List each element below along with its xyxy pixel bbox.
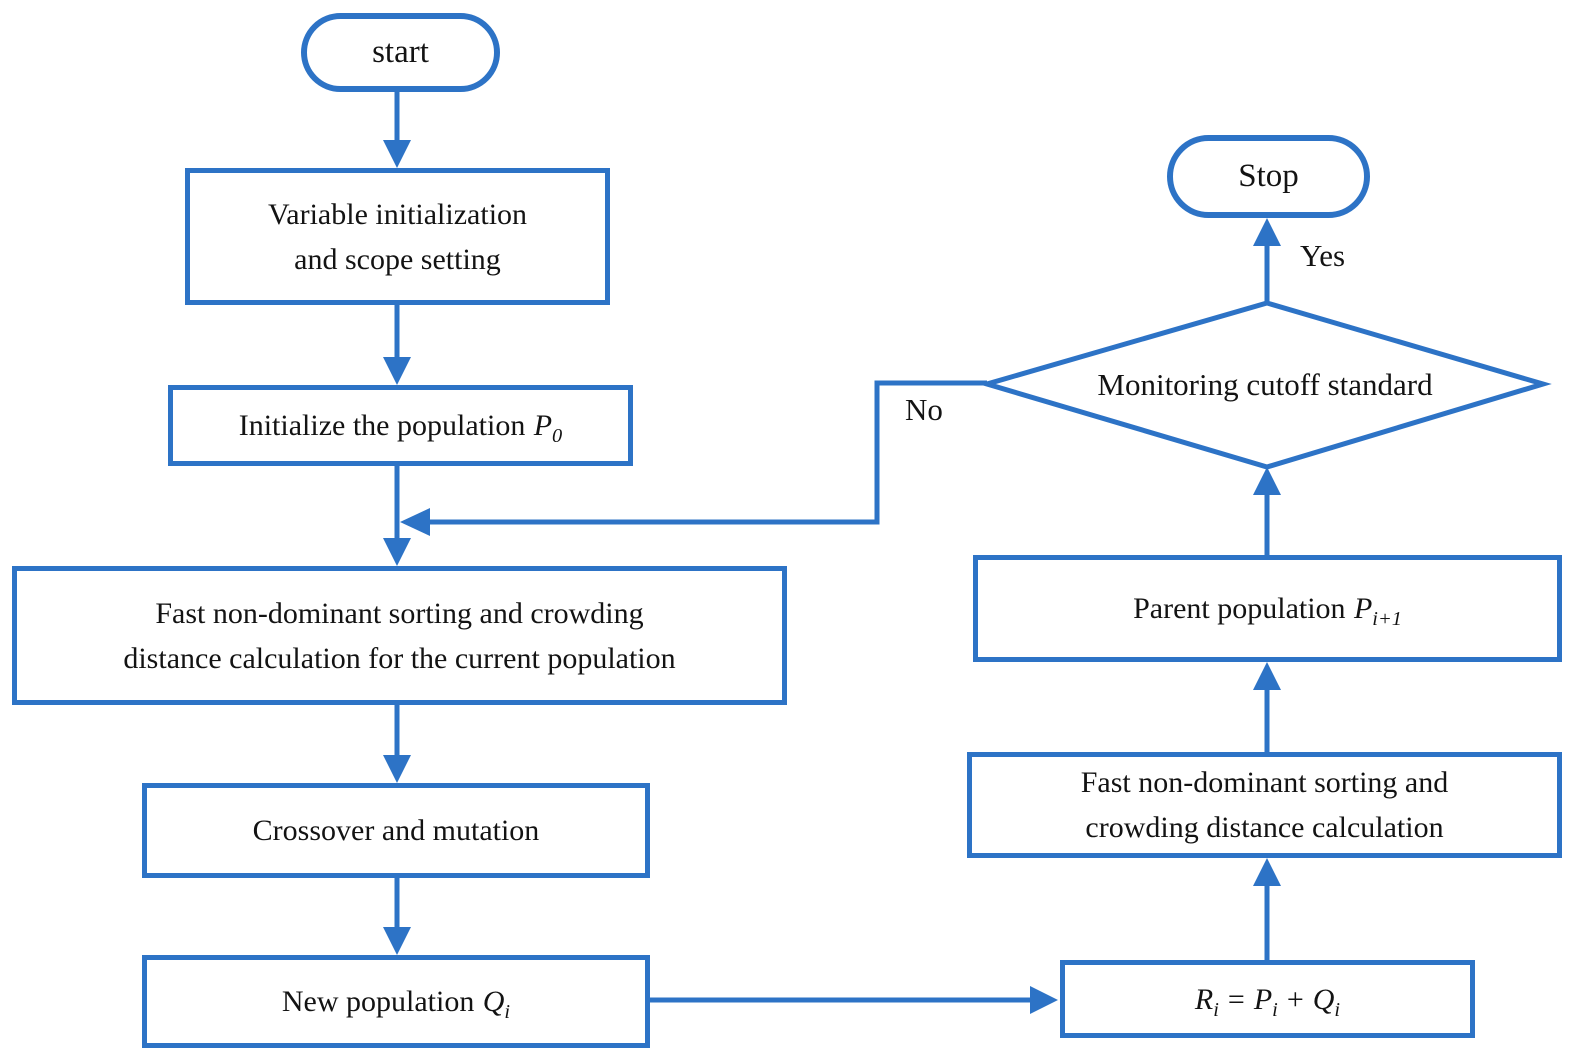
arrowhead-right-icon: [1030, 986, 1058, 1014]
edge-decision-loopback-no: [430, 380, 987, 525]
decision-monitoring-cutoff: Monitoring cutoff standard: [987, 303, 1543, 467]
process-combine-populations: Ri=Pi+Qi: [1060, 960, 1475, 1038]
terminator-start: start: [301, 13, 500, 92]
process-variable-initialization: Variable initialization and scope settin…: [185, 168, 610, 305]
node-label: Crossover and mutation: [252, 814, 540, 847]
arrowhead-down-icon: [383, 538, 411, 566]
arrowhead-down-icon: [383, 927, 411, 955]
node-label: Variable initialization and scope settin…: [267, 197, 528, 276]
arrowhead-left-icon: [400, 508, 430, 536]
arrowhead-up-icon: [1253, 467, 1281, 495]
process-fast-nd-sorting-current: Fast non-dominant sorting and crowding d…: [12, 566, 787, 705]
branch-label-no: No: [905, 392, 943, 427]
arrowhead-down-icon: [383, 140, 411, 168]
node-label: Fast non-dominant sorting and crowding d…: [1080, 766, 1449, 844]
node-label: Monitoring cutoff standard: [1097, 367, 1433, 402]
arrowhead-up-icon: [1253, 858, 1281, 886]
arrowhead-up-icon: [1253, 662, 1281, 690]
arrowhead-down-icon: [383, 357, 411, 385]
node-label: start: [372, 33, 429, 70]
decision-diamond-shape: [978, 300, 1552, 470]
arrowhead-up-icon: [1253, 218, 1281, 246]
process-fast-nd-sorting: Fast non-dominant sorting and crowding d…: [967, 752, 1562, 858]
node-label: Fast non-dominant sorting and crowding d…: [123, 596, 676, 675]
terminator-stop: Stop: [1167, 135, 1370, 218]
node-label: Stop: [1238, 157, 1299, 194]
node-label: Ri=Pi+Qi: [1194, 982, 1341, 1021]
arrowhead-down-icon: [383, 755, 411, 783]
branch-label-yes: Yes: [1300, 238, 1346, 273]
process-crossover-mutation: Crossover and mutation: [142, 783, 650, 878]
